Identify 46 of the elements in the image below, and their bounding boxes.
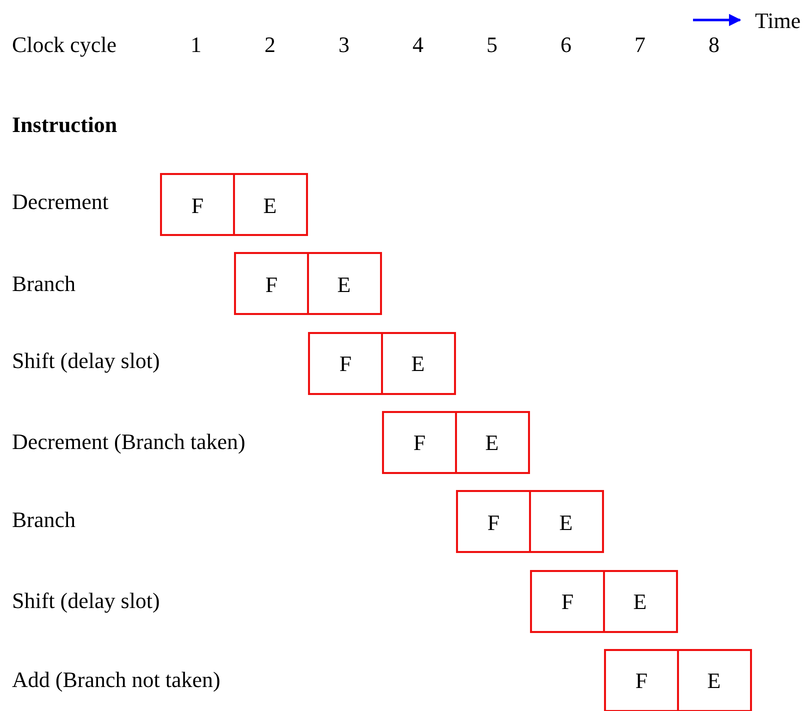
column-header: Instruction — [12, 114, 118, 136]
pipeline-stage-box — [308, 332, 383, 395]
stage-letter: F — [339, 351, 352, 378]
pipeline-stage-box — [456, 490, 531, 554]
pipeline-stage-box — [234, 252, 309, 316]
cycle-number: 4 — [412, 34, 424, 56]
stage-letter: E — [485, 430, 499, 456]
pipeline-stage-box — [530, 490, 604, 554]
pipeline-stage-box — [604, 570, 678, 632]
pipeline-stage-box — [456, 410, 530, 474]
axis-label: Time — [755, 10, 801, 32]
pipeline-stage-box — [382, 332, 456, 395]
instruction-name: Shift (delay slot) — [12, 350, 160, 372]
instruction-name: Decrement (Branch taken) — [12, 431, 246, 453]
instruction-name: Branch — [12, 273, 76, 295]
stage-letter: E — [559, 510, 573, 536]
pipeline-stage-box — [308, 252, 382, 316]
stage-letter: E — [263, 192, 277, 218]
pipeline-stage-box — [160, 173, 235, 236]
stage-letter: F — [191, 192, 204, 218]
stage-letter: E — [337, 272, 351, 298]
pipeline-stage-box — [678, 648, 752, 711]
stage-letter: F — [265, 272, 278, 298]
cycle-number: 2 — [264, 34, 276, 56]
pipeline-stage-box — [530, 570, 605, 632]
stage-letter: E — [411, 351, 425, 378]
cycle-number: 5 — [486, 34, 498, 56]
instruction-name: Shift (delay slot) — [12, 590, 160, 612]
stage-letter: E — [707, 668, 721, 694]
instruction-name: Decrement — [12, 191, 108, 213]
stage-letter: E — [633, 589, 647, 615]
pipeline-stage-box — [234, 173, 308, 236]
cycle-number: 6 — [560, 34, 572, 56]
row-header: Clock cycle — [12, 34, 116, 56]
cycle-number: 7 — [634, 34, 646, 56]
stage-letter: F — [561, 589, 574, 615]
instruction-name: Branch — [12, 509, 76, 531]
stage-letter: F — [635, 668, 648, 694]
instruction-name: Add (Branch not taken) — [12, 669, 220, 691]
cycle-number: 8 — [708, 34, 720, 56]
stage-letter: F — [487, 510, 500, 536]
pipeline-stage-box — [382, 410, 457, 474]
cycle-number: 1 — [190, 34, 202, 56]
cycle-number: 3 — [338, 34, 350, 56]
pipeline-stage-box — [604, 648, 679, 711]
stage-letter: F — [413, 430, 426, 456]
